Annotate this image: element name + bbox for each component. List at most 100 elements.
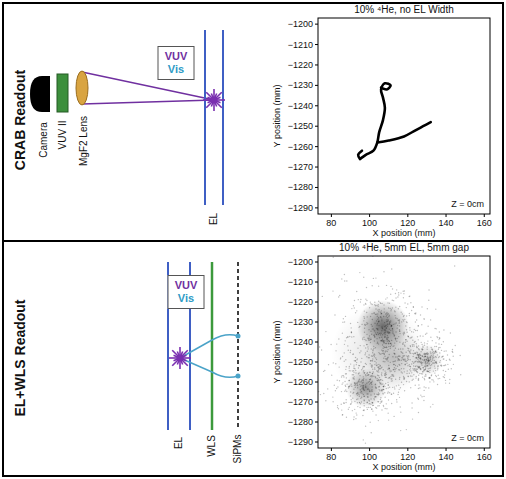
photon-dot xyxy=(409,329,410,330)
photon-dot xyxy=(395,348,396,349)
photon-dot xyxy=(427,346,428,347)
photon-dot xyxy=(376,370,377,371)
photon-dot xyxy=(430,351,431,352)
photon-dot xyxy=(377,342,378,343)
photon-dot xyxy=(429,377,430,378)
photon-dot xyxy=(370,403,371,404)
photon-dot xyxy=(395,356,396,357)
photon-dot xyxy=(360,403,361,404)
photon-dot xyxy=(424,359,425,360)
photon-dot xyxy=(384,392,385,393)
photon-dot xyxy=(345,402,346,403)
photon-dot xyxy=(424,342,425,343)
photon-dot xyxy=(364,372,365,373)
photon-dot xyxy=(415,321,416,322)
photon-dot xyxy=(379,332,380,333)
photon-dot xyxy=(406,332,407,333)
photon-dot xyxy=(372,349,373,350)
photon-dot xyxy=(374,367,375,368)
photon-dot xyxy=(438,343,439,344)
photon-dot xyxy=(408,355,409,356)
photon-dot xyxy=(399,360,400,361)
photon-dot xyxy=(360,392,361,393)
photon-dot xyxy=(426,343,427,344)
photon-dot xyxy=(370,337,371,338)
photon-dot xyxy=(428,358,429,359)
photon-dot xyxy=(428,359,429,360)
photon-dot xyxy=(375,388,376,389)
photon-dot xyxy=(414,329,415,330)
photon-dot xyxy=(390,348,391,349)
photon-dot xyxy=(386,339,387,340)
photon-dot xyxy=(451,368,452,369)
photon-dot xyxy=(386,313,387,314)
photon-dot xyxy=(383,333,384,334)
photon-dot xyxy=(452,349,453,350)
photon-dot xyxy=(370,360,371,361)
photon-dot xyxy=(420,369,421,370)
photon-dot xyxy=(384,340,385,341)
photon-dot xyxy=(425,361,426,362)
photon-dot xyxy=(398,292,399,293)
photon-dot xyxy=(415,357,416,358)
photon-dot xyxy=(417,352,418,353)
photon-dot xyxy=(348,380,349,381)
photon-dot xyxy=(378,321,379,322)
photon-dot xyxy=(407,335,408,336)
photon-dot xyxy=(384,386,385,387)
photon-dot xyxy=(373,371,374,372)
photon-dot xyxy=(384,308,385,309)
photon-dot xyxy=(410,387,411,388)
photon-dot xyxy=(378,368,379,369)
photon-dot xyxy=(346,391,347,392)
photon-dot xyxy=(356,414,357,415)
photon-dot xyxy=(346,337,347,338)
photon-dot xyxy=(350,327,351,328)
photon-dot xyxy=(394,369,395,370)
photon-dot xyxy=(374,353,375,354)
photon-dot xyxy=(386,388,387,389)
photon-dot xyxy=(408,348,409,349)
photon-dot xyxy=(395,368,396,369)
photon-dot xyxy=(410,302,411,303)
photon-dot xyxy=(428,377,429,378)
photon-dot xyxy=(387,326,388,327)
photon-dot xyxy=(416,358,417,359)
photon-dot xyxy=(427,365,428,366)
photon-dot xyxy=(429,360,430,361)
photon-dot xyxy=(371,408,372,409)
photon-dot xyxy=(384,342,385,343)
photon-dot xyxy=(336,388,337,389)
photon-dot xyxy=(389,340,390,341)
photon-dot xyxy=(392,374,393,375)
vuv-ii-symbol xyxy=(57,74,68,112)
photon-dot xyxy=(389,332,390,333)
tick xyxy=(315,322,318,323)
photon-dot xyxy=(351,386,352,387)
photon-dot xyxy=(378,305,379,306)
photon-dot xyxy=(431,348,432,349)
photon-dot xyxy=(439,378,440,379)
axis-text: Y position (mm) xyxy=(273,85,282,148)
photon-dot xyxy=(381,333,382,334)
photon-dot xyxy=(397,356,398,357)
photon-dot xyxy=(385,329,386,330)
scintillation-burst xyxy=(169,347,191,369)
photon-dot xyxy=(423,390,424,391)
tick xyxy=(484,448,485,451)
photon-dot xyxy=(399,356,400,357)
photon-dot xyxy=(382,390,383,391)
photon-dot xyxy=(363,388,364,389)
photon-dot xyxy=(351,336,352,337)
photon-dot xyxy=(390,343,391,344)
photon-dot xyxy=(430,356,431,357)
photon-dot xyxy=(385,298,386,299)
photon-dot xyxy=(439,337,440,338)
photon-dot xyxy=(423,318,424,319)
photon-dot xyxy=(375,396,376,397)
photon-dot xyxy=(379,379,380,380)
photon-dot xyxy=(381,340,382,341)
photon-dot xyxy=(359,407,360,408)
photon-dot xyxy=(350,352,351,353)
photon-dot xyxy=(380,382,381,383)
